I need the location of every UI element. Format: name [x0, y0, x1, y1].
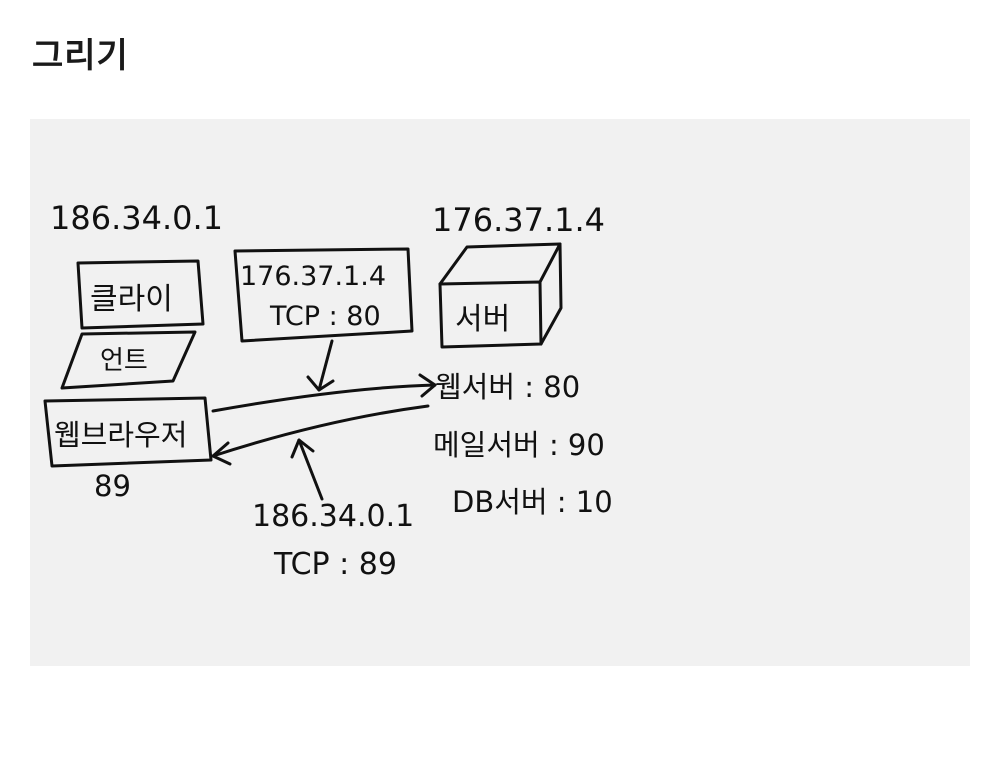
- service-mail: 메일서버 : 90: [433, 428, 605, 462]
- request-packet-box: [233, 247, 414, 343]
- request-packet-proto: TCP : 80: [269, 301, 381, 332]
- request-arrow: [211, 383, 437, 413]
- laptop-screen: [76, 259, 205, 330]
- server-cube-top: [438, 242, 562, 286]
- server-ip-label: 176.37.1.4: [432, 201, 605, 239]
- client-ip-label: 186.34.0.1: [50, 199, 223, 237]
- server-cube-side: [539, 242, 563, 346]
- response-packet-ip: 186.34.0.1: [252, 499, 414, 534]
- laptop-label-line1: 클라이: [90, 282, 173, 317]
- laptop-label-line2: 언트: [100, 346, 148, 376]
- browser-box: [43, 396, 213, 468]
- request-pointer-arrow: [317, 339, 334, 392]
- laptop-keyboard: [60, 330, 197, 390]
- browser-port: 89: [94, 469, 131, 503]
- network-diagram: 186.34.0.1 클라이 언트 웹브라우저 89 176.37.1.4 TC…: [43, 199, 613, 582]
- response-pointer-arrow: [297, 438, 324, 501]
- server-label: 서버: [455, 302, 510, 337]
- service-web: 웹서버 : 80: [435, 370, 580, 404]
- service-db: DB서버 : 10: [452, 485, 613, 519]
- browser-label: 웹브라우저: [54, 418, 187, 452]
- drawing-canvas: 186.34.0.1 클라이 언트 웹브라우저 89 176.37.1.4 TC…: [30, 119, 970, 666]
- response-arrow: [211, 404, 430, 458]
- request-packet-ip: 176.37.1.4: [240, 261, 386, 292]
- response-packet-proto: TCP : 89: [273, 547, 397, 582]
- page-title: 그리기: [32, 36, 129, 76]
